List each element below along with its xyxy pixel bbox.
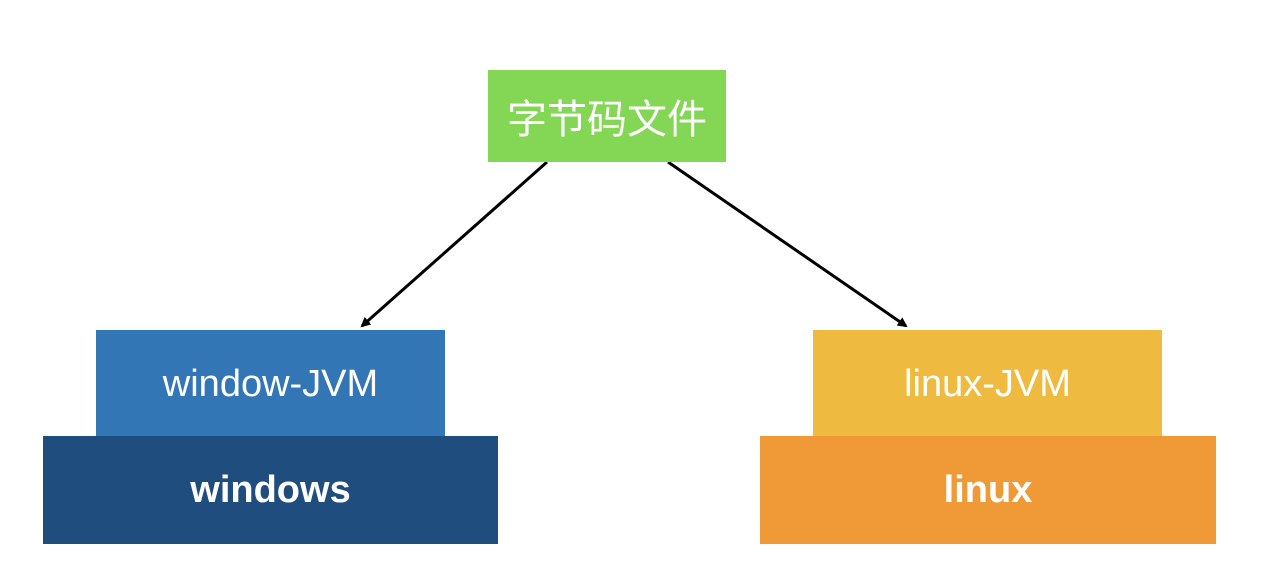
linux-os-label: linux: [943, 468, 1033, 511]
linux-jvm-node: linux-JVM: [813, 330, 1162, 438]
linux-jvm-label: linux-JVM: [904, 362, 1071, 405]
windows-os-label: windows: [190, 468, 351, 511]
window-jvm-label: window-JVM: [162, 362, 379, 405]
bytecode-file-label: 字节码文件: [507, 97, 707, 143]
bytecode-file-node: 字节码文件: [488, 70, 726, 162]
linux-os-node: linux: [760, 436, 1216, 544]
window-jvm-node: window-JVM: [96, 330, 445, 438]
arrow-to-window-jvm: [360, 160, 548, 328]
arrow-to-linux-jvm: [667, 160, 908, 328]
windows-os-node: windows: [43, 436, 498, 544]
